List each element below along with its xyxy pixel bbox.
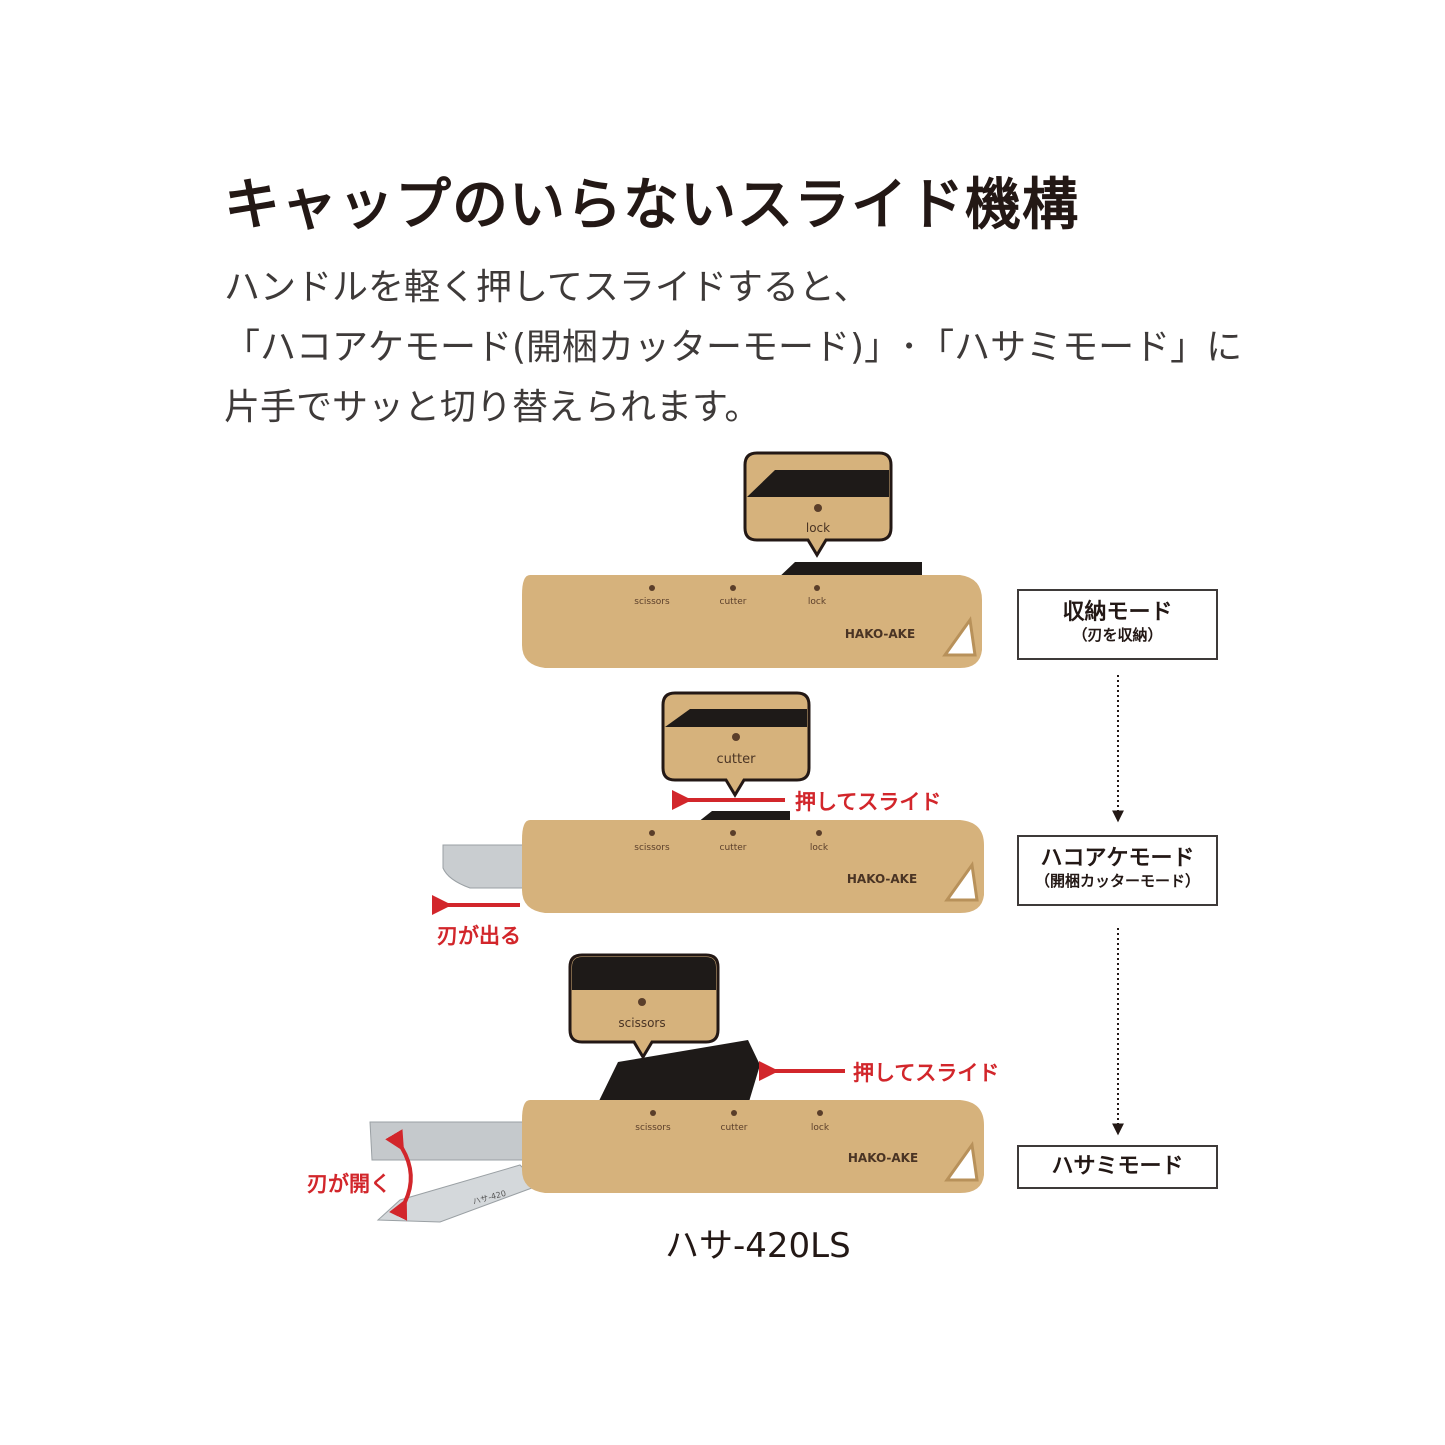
svg-text:scissors: scissors [634, 843, 670, 853]
svg-text:lock: lock [806, 521, 830, 535]
svg-text:scissors: scissors [635, 1123, 671, 1133]
product-scissors-mode: ハサ-420 scissors cutter lock HAKO-AKE sci… [369, 953, 984, 1223]
mode-box-hakoake: ハコアケモード （開梱カッターモード） [1017, 835, 1218, 906]
label-lock: lock [808, 597, 827, 607]
scissors-lower-blade [376, 1164, 541, 1223]
mode-box-scissors: ハサミモード [1017, 1145, 1218, 1189]
svg-text:HAKO-AKE: HAKO-AKE [848, 1151, 918, 1165]
description-line-3: 片手でサッと切り替えられます。 [224, 387, 761, 428]
description-line-1: ハンドルを軽く押してスライドすると、 [224, 267, 870, 308]
description-line-2: 「ハコアケモード(開梱カッターモード)」･「ハサミモード」に [224, 327, 1243, 368]
callout-cutter: cutter [661, 691, 811, 798]
push-slide-label-1: 押してスライド [795, 790, 942, 814]
push-slide-label-2: 押してスライド [853, 1061, 1000, 1085]
brand-mark: HAKO-AKE [845, 627, 915, 641]
scissors-upper-blade [369, 1121, 526, 1161]
svg-text:scissors: scissors [618, 1016, 665, 1030]
label-scissors: scissors [634, 597, 670, 607]
heading: キャップのいらないスライド機構 [224, 173, 1079, 238]
svg-text:cutter: cutter [720, 843, 747, 853]
svg-text:HAKO-AKE: HAKO-AKE [847, 872, 917, 886]
product-storage-mode: scissors cutter lock HAKO-AKE lock [522, 451, 982, 668]
callout-scissors: scissors [568, 953, 720, 1060]
mode-box-storage: 収納モード （刃を収納） [1017, 589, 1218, 660]
svg-text:lock: lock [810, 843, 829, 853]
callout-lock: lock [743, 451, 893, 558]
model-number: ハサ-420LS [665, 1226, 851, 1266]
slider-raised [597, 1040, 760, 1105]
label-cutter: cutter [720, 597, 747, 607]
blade-open-arrow [385, 1129, 413, 1221]
blade-open-label: 刃が開く [307, 1172, 391, 1196]
svg-text:cutter: cutter [717, 752, 757, 767]
blade-out-label: 刃が出る [437, 924, 521, 948]
svg-text:lock: lock [811, 1123, 830, 1133]
hang-hole [942, 616, 977, 657]
product-cutter-mode: scissors cutter lock HAKO-AKE cutter [432, 691, 984, 915]
cutter-blade [442, 844, 526, 889]
handle-body [522, 575, 982, 668]
svg-text:cutter: cutter [721, 1123, 748, 1133]
